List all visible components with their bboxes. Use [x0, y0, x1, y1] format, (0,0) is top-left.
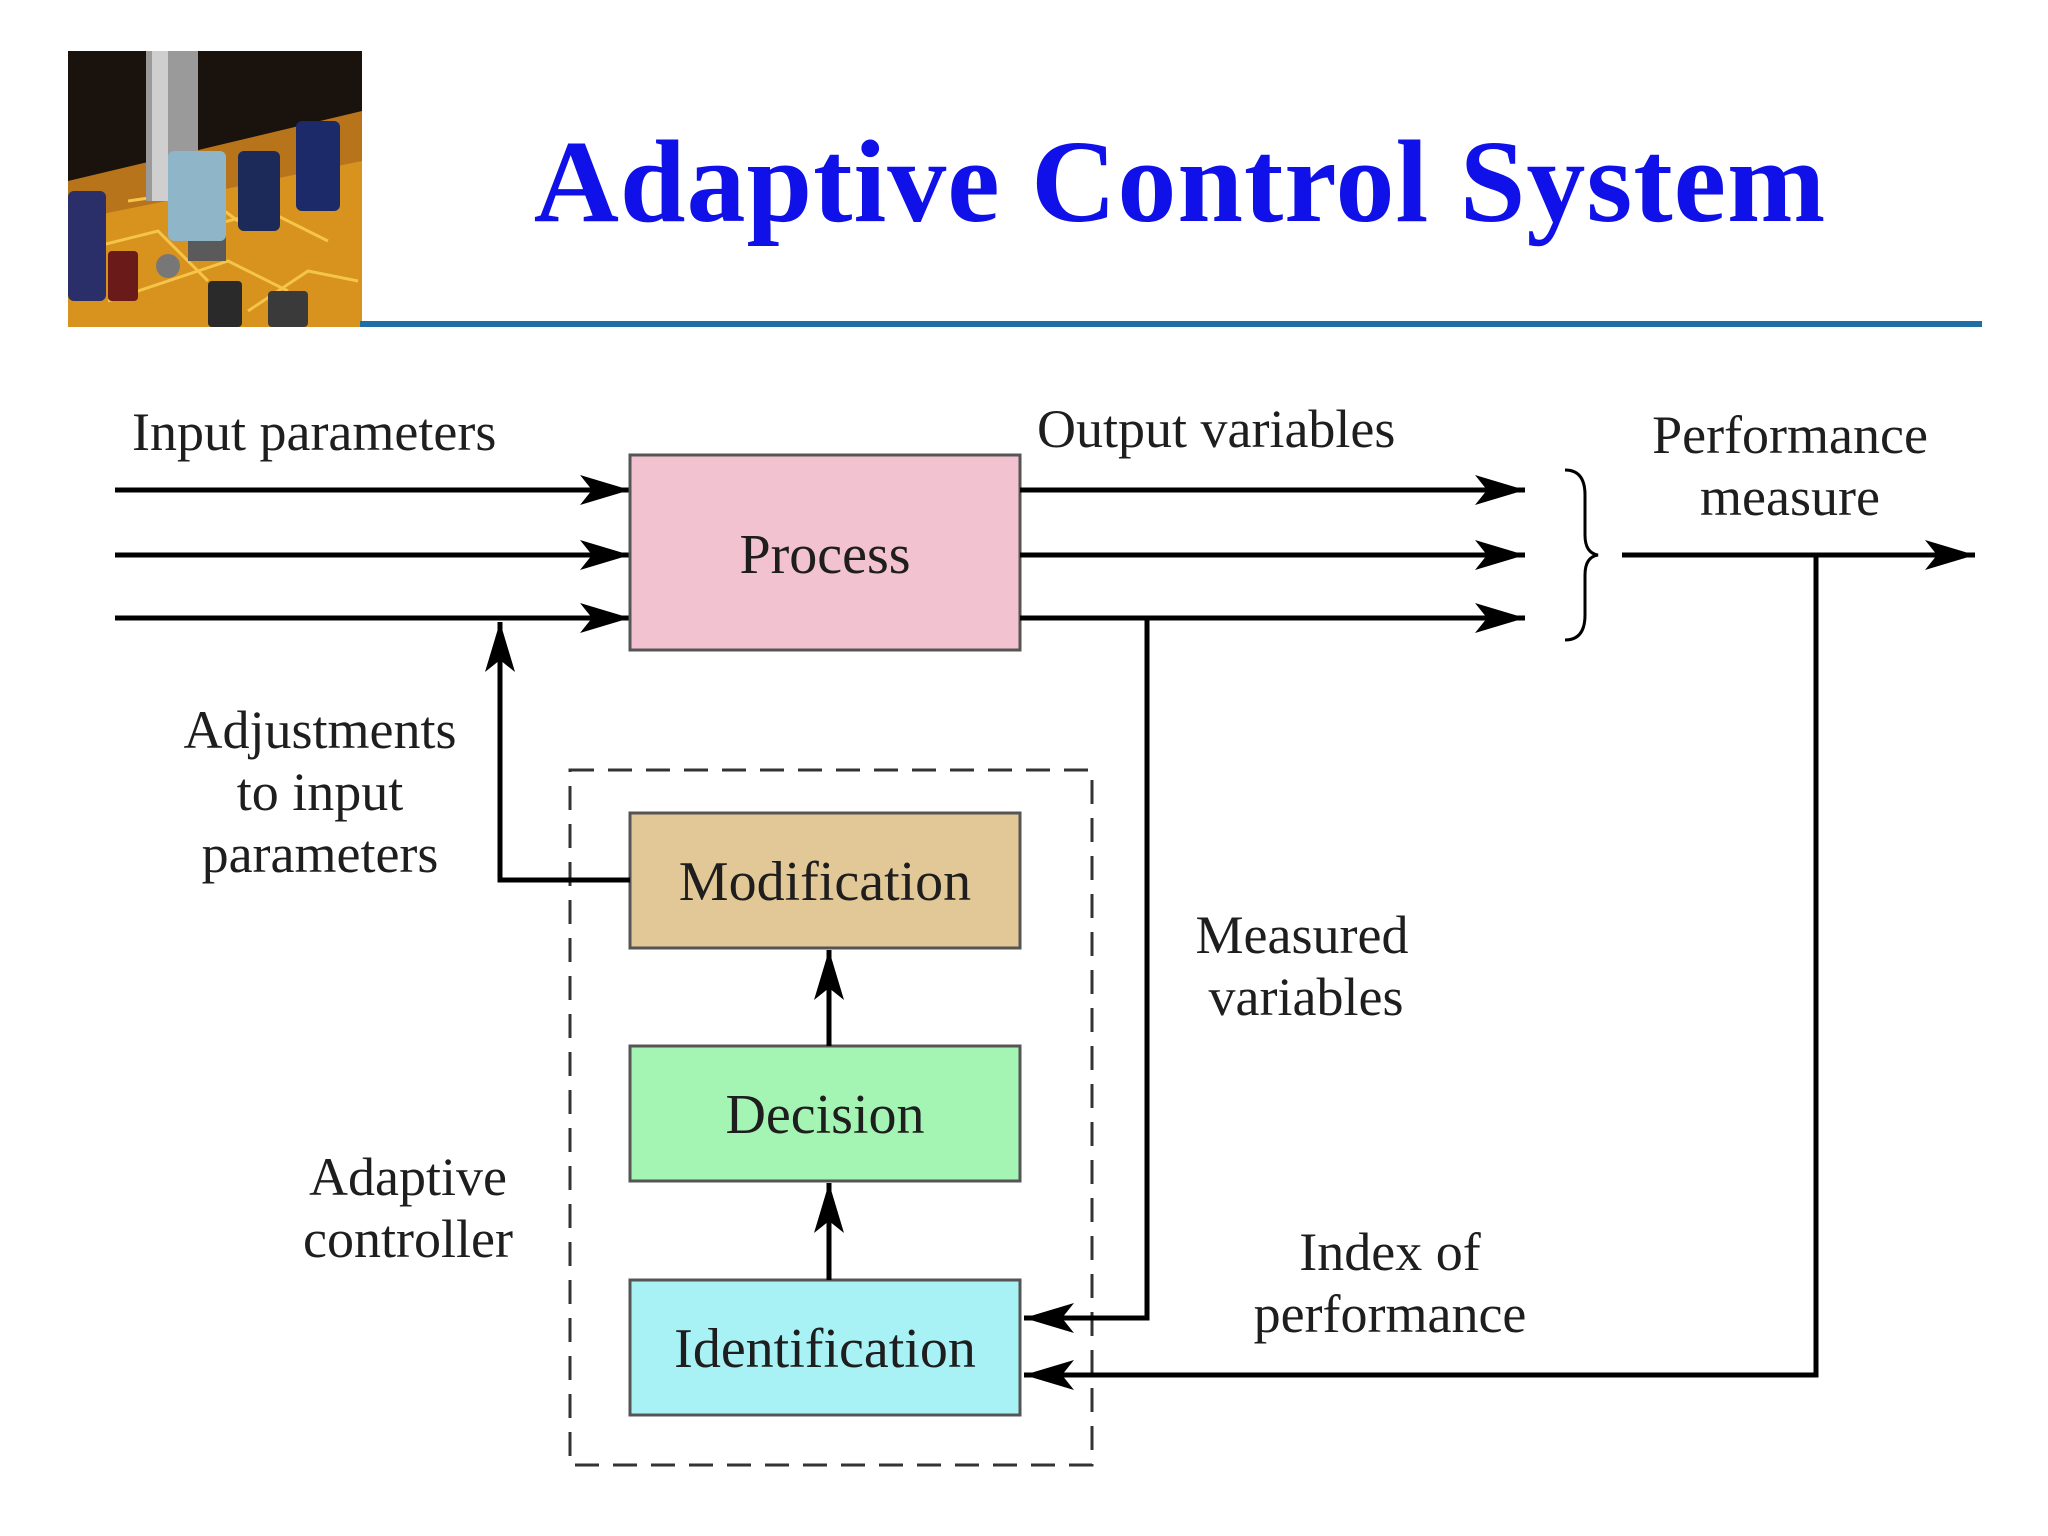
- title-divider: [360, 321, 1982, 327]
- index-of-performance-label-2: performance: [1254, 1284, 1527, 1344]
- measured-variables-line: [1024, 618, 1150, 1333]
- index-of-performance-label-1: Index of: [1299, 1222, 1480, 1282]
- modification-box: [628, 811, 1022, 950]
- adjustments-feedback-line: [485, 622, 630, 883]
- process-box: [628, 453, 1022, 652]
- input-parameters-label: Input parameters: [132, 402, 496, 462]
- performance-measure-label-1: Performance: [1652, 405, 1928, 465]
- identification-label: Identification: [674, 1318, 976, 1380]
- circuit-board-photo: [68, 51, 362, 327]
- decision-label: Decision: [725, 1084, 924, 1146]
- adjustments-label-1: Adjustments: [183, 700, 456, 760]
- adjustments-label-2: to input: [237, 762, 404, 822]
- output-variables-label: Output variables: [1037, 399, 1395, 459]
- measured-variables-label-1: Measured: [1196, 905, 1409, 965]
- measured-variables-label-2: variables: [1209, 967, 1404, 1027]
- adaptive-controller-label-1: Adaptive: [309, 1147, 507, 1207]
- adaptive-controller-label-2: controller: [303, 1209, 513, 1269]
- identification-box: [628, 1278, 1022, 1417]
- adjustments-label-3: parameters: [202, 824, 439, 884]
- index-of-performance-line: [1024, 555, 1819, 1390]
- output-brace: [1564, 468, 1599, 642]
- performance-measure-label-2: measure: [1700, 467, 1880, 527]
- slide-title: Adaptive Control System: [533, 116, 1827, 247]
- process-label: Process: [739, 524, 910, 586]
- modification-label: Modification: [679, 851, 971, 913]
- decision-box: [628, 1044, 1022, 1183]
